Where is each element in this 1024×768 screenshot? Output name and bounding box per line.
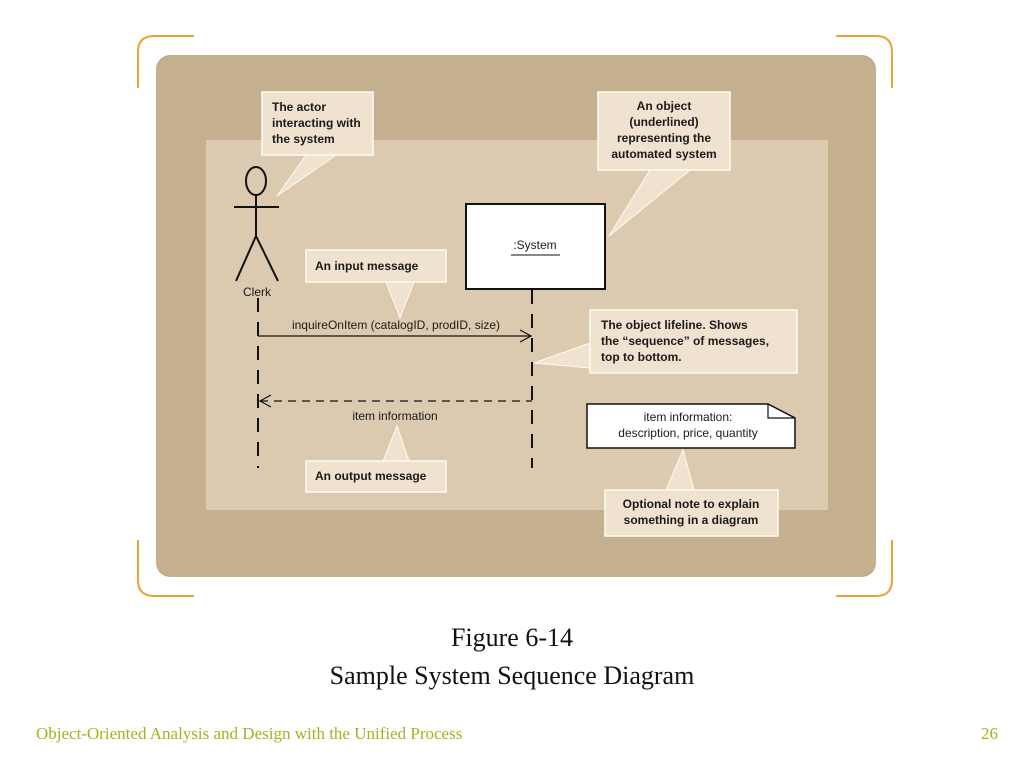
callout-input-message: An input message (305, 249, 447, 320)
callout-note-line-1: Optional note to explain (623, 497, 760, 511)
callout-object-line-1: An object (637, 99, 692, 113)
note-line-2: description, price, quantity (618, 426, 757, 440)
callout-note-line-2: something in a diagram (624, 513, 759, 527)
figure-number: Figure 6-14 (450, 623, 574, 652)
callout-note: Optional note to explain something in a d… (604, 448, 779, 537)
footer-page-number: 26 (981, 724, 998, 743)
figure-title: Sample System Sequence Diagram (329, 661, 695, 690)
callout-input-text: An input message (315, 259, 419, 273)
callout-object: An object (underlined) representing the aut… (597, 91, 731, 237)
callout-actor-line-3: the system (272, 132, 335, 146)
frame-bracket-top-left (137, 35, 194, 88)
frame-bracket-top-right (836, 35, 893, 88)
uml-note-shape (586, 403, 796, 449)
callout-lifeline-line-3: top to bottom. (601, 350, 682, 364)
uml-note-fold (767, 404, 795, 419)
system-object-label: :System (513, 238, 556, 252)
callout-lifeline: The object lifeline. Shows the “sequence”… (533, 309, 798, 374)
callout-object-line-3: representing the (617, 131, 711, 145)
callout-object-line-2: (underlined) (629, 115, 698, 129)
input-message-label: inquireOnItem (catalogID, prodID, size) (292, 318, 500, 332)
footer-book-title: Object-Oriented Analysis and Design with… (36, 724, 463, 743)
frame-bracket-bottom-left (137, 540, 194, 597)
callout-object-line-4: automated system (611, 147, 716, 161)
input-arrowhead (519, 329, 533, 343)
callout-lifeline-line-1: The object lifeline. Shows (601, 318, 748, 332)
system-object-box (465, 203, 606, 290)
callout-output-message: An output message (305, 424, 447, 493)
output-arrowhead (258, 394, 272, 408)
callout-actor-line-1: The actor (272, 100, 326, 114)
callout-lifeline-line-2: the “sequence” of messages, (601, 334, 769, 348)
callout-actor: The actor interacting with the system (261, 91, 374, 197)
svg-text:An object(underlined)represent: An object (underlined) representing the aut… (611, 99, 716, 161)
frame-bracket-bottom-right (836, 540, 893, 597)
callout-output-text: An output message (315, 469, 427, 483)
callout-actor-line-2: interacting with (272, 116, 361, 130)
actor-clerk-figure (234, 166, 279, 282)
output-message-label: item information (352, 409, 437, 423)
actor-label: Clerk (243, 285, 272, 299)
note-line-1: item information: (644, 410, 733, 424)
